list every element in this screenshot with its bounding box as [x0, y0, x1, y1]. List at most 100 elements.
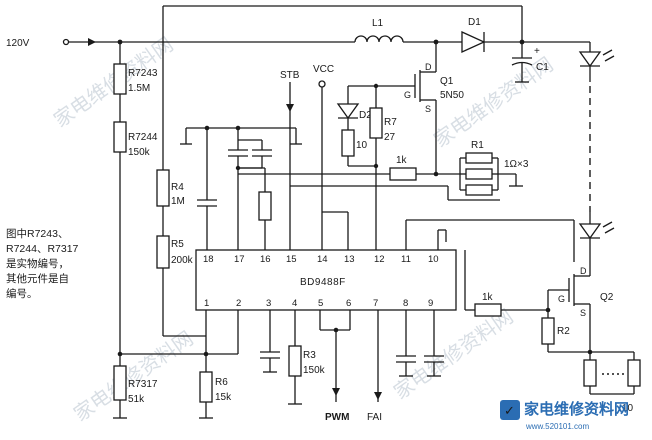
svg-text:+: + — [534, 46, 540, 57]
resistor-1k-top — [389, 167, 417, 181]
resistor-r7244 — [113, 121, 127, 153]
arrow-icon — [286, 104, 294, 112]
label-r2: R2 — [557, 326, 570, 337]
resistor-r1-c — [465, 184, 493, 196]
value-resistor-bank: 10 — [622, 403, 634, 414]
resistor-10 — [341, 129, 355, 157]
supply-vcc: VCC — [313, 64, 334, 250]
value-1k-bottom: 1k — [482, 292, 494, 303]
value-r7244: 150k — [128, 147, 151, 158]
input-terminal — [62, 38, 70, 46]
value-resistor-10: 10 — [356, 140, 368, 151]
label-r7244: R7244 — [128, 132, 158, 143]
resistor-r7317 — [113, 365, 127, 401]
label-r3: R3 — [303, 350, 316, 361]
q2-gate-letter: G — [558, 294, 565, 304]
resistor-r1-b — [465, 168, 493, 180]
watermark-text: 家电维修资料网 — [390, 305, 518, 404]
q1-source-letter: S — [425, 104, 431, 114]
label-r7317: R7317 — [128, 379, 158, 390]
diode-d2 — [336, 103, 360, 120]
resistor-bank: 10 — [583, 351, 641, 414]
label-q1: Q1 — [440, 76, 454, 87]
resistor-r7 — [369, 107, 383, 139]
brand-name: 家电维修资料网 — [524, 400, 629, 418]
signal-pwm: PWM — [319, 310, 351, 423]
part-q1: 5N50 — [440, 90, 464, 101]
pin-number: 12 — [374, 254, 385, 265]
label-q2: Q2 — [600, 292, 614, 303]
r4-r5-chain: R4 1M R5 200k — [156, 169, 206, 337]
pin-number: 8 — [403, 298, 408, 309]
inductor-l1: L1 — [354, 18, 404, 43]
value-r7317: 51k — [128, 394, 145, 405]
resistor-1k-bottom — [474, 303, 502, 317]
resistor-r5 — [156, 235, 170, 269]
label-r5: R5 — [171, 239, 184, 250]
resistor-r1-a — [465, 152, 493, 164]
pin-number: 3 — [266, 298, 271, 309]
upper-left-caps — [180, 125, 302, 250]
label-d1: D1 — [468, 17, 481, 28]
q2-source-letter: S — [580, 308, 586, 318]
arrow-icon — [332, 388, 340, 396]
brand-icon — [500, 400, 520, 420]
pin-number: 18 — [203, 254, 214, 265]
label-r7243: R7243 — [128, 68, 158, 79]
value-r4: 1M — [171, 196, 185, 207]
pin-number: 2 — [236, 298, 241, 309]
note-line: 图中R7243、 — [6, 227, 68, 240]
arrow-icon — [374, 392, 382, 400]
note-line: 其他元件是自 — [6, 272, 69, 285]
stb-label: STB — [280, 70, 300, 81]
svg-text:✓: ✓ — [504, 403, 515, 418]
chip-top-pins: 18 17 16 15 14 13 12 11 10 — [203, 254, 439, 265]
capacitor-c1: + C1 — [511, 42, 549, 83]
q2-drain-letter: D — [580, 266, 587, 276]
pin-number: 13 — [344, 254, 355, 265]
vcc-terminal — [318, 80, 326, 88]
pin-number: 14 — [317, 254, 328, 265]
value-r5: 200k — [171, 255, 194, 266]
label-r1: R1 — [471, 140, 484, 151]
resistor-bank-right — [627, 359, 641, 387]
resistor-r7243 — [113, 63, 127, 95]
pin-number: 1 — [204, 298, 209, 309]
note-block: 图中R7243、 R7244、R7317 是实物编号， 其他元件是自 编号。 — [6, 227, 79, 300]
pwm-label: PWM — [325, 412, 349, 423]
pin-number: 6 — [346, 298, 351, 309]
pin-number: 7 — [373, 298, 378, 309]
pin-number: 4 — [292, 298, 297, 309]
brand-url: www.520101.com — [525, 422, 589, 431]
value-r3: 150k — [303, 365, 326, 376]
led-string — [578, 42, 615, 266]
fai-label: FAI — [367, 412, 382, 423]
input-section: 120V — [6, 38, 355, 49]
resistor-r6-group: R6 15k — [199, 371, 232, 419]
resistor-r4 — [156, 169, 170, 207]
value-r1: 1Ω×3 — [504, 159, 529, 170]
pin-number: 11 — [401, 254, 411, 265]
value-r7243: 1.5M — [128, 83, 150, 94]
label-r4: R4 — [171, 182, 184, 193]
label-r6: R6 — [215, 377, 228, 388]
value-r6: 15k — [215, 392, 232, 403]
pin-number: 15 — [286, 254, 297, 265]
chip-body — [195, 249, 457, 311]
input-divider: R7243 1.5M R7244 150k — [113, 42, 158, 366]
q1-gate-letter: G — [404, 90, 411, 100]
supply-stb: STB — [280, 70, 300, 250]
ic-bd9488f: BD9488F 18 17 16 15 14 13 12 11 10 1 2 3… — [195, 249, 457, 311]
resistor-r7317-group: R7317 51k — [113, 365, 158, 419]
sense-network: 1k R1 1Ω×3 — [238, 140, 529, 196]
label-c1: C1 — [536, 62, 549, 73]
value-r7: 27 — [384, 132, 396, 143]
arrow-icon — [88, 38, 96, 46]
value-1k-top: 1k — [396, 155, 408, 166]
diode-d1: D1 — [461, 17, 486, 54]
pin-number: 5 — [318, 298, 323, 309]
pin-number: 10 — [428, 254, 439, 265]
vcc-label: VCC — [313, 64, 334, 75]
label-l1: L1 — [372, 18, 384, 29]
